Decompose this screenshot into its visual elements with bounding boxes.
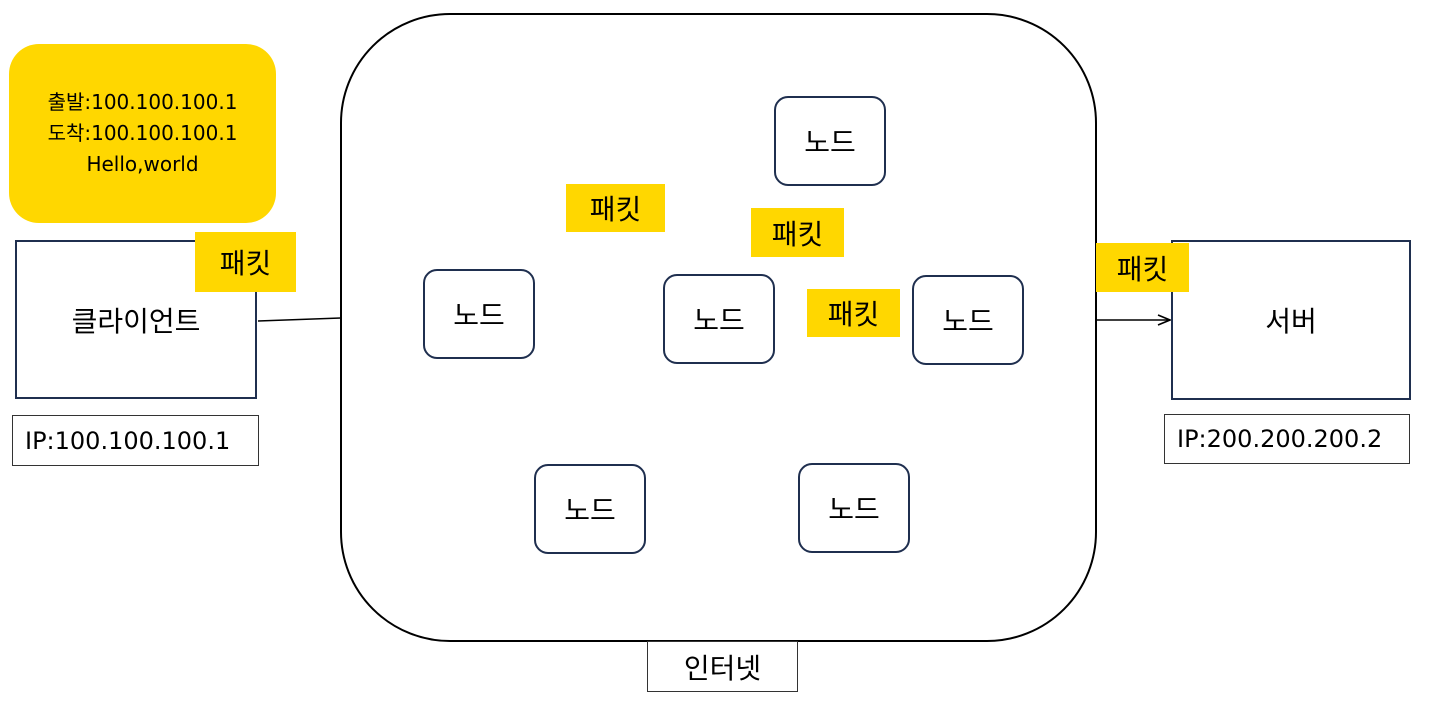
packet-tag-label: 패킷 [219, 247, 272, 280]
node-label: 노드 [453, 299, 505, 332]
node-idle-left: 노드 [534, 464, 646, 554]
packet-tag-return-path: 패킷 [751, 208, 844, 257]
node-label: 노드 [828, 493, 880, 526]
internet-label: 인터넷 [647, 641, 798, 692]
node-exit: 노드 [912, 275, 1024, 365]
packet-tag-upper-path: 패킷 [566, 184, 665, 232]
node-middle: 노드 [663, 274, 775, 364]
node-top: 노드 [774, 96, 886, 186]
packet-tag-client: 패킷 [195, 232, 296, 292]
client-ip-text: IP:100.100.100.1 [25, 426, 231, 455]
packet-destination: 도착:100.100.100.1 [47, 121, 238, 145]
packet-tag-label: 패킷 [771, 217, 824, 251]
server-ip-label: IP:200.200.200.2 [1164, 414, 1410, 464]
packet-tag-label: 패킷 [1116, 252, 1169, 286]
node-entry: 노드 [423, 269, 535, 359]
node-label: 노드 [942, 305, 994, 338]
packet-tag-middle-path: 패킷 [807, 289, 900, 337]
packet-tag-label: 패킷 [827, 298, 880, 331]
server-label: 서버 [1265, 305, 1317, 338]
node-label: 노드 [804, 126, 856, 159]
node-label: 노드 [564, 494, 616, 527]
internet-label-text: 인터넷 [683, 651, 762, 685]
packet-tag-label: 패킷 [589, 193, 642, 226]
server-ip-text: IP:200.200.200.2 [1177, 425, 1383, 453]
packet-source: 출발:100.100.100.1 [47, 90, 238, 114]
client-box: 클라이언트 [15, 240, 257, 399]
node-label: 노드 [693, 304, 745, 337]
client-label: 클라이언트 [71, 304, 201, 338]
node-idle-right: 노드 [798, 463, 910, 553]
packet-tag-server: 패킷 [1096, 243, 1189, 292]
packet-info-bubble: 출발:100.100.100.1 도착:100.100.100.1 Hello,… [9, 44, 276, 223]
server-box: 서버 [1171, 240, 1411, 400]
packet-payload: Hello,world [86, 152, 199, 176]
client-ip-label: IP:100.100.100.1 [12, 415, 259, 466]
